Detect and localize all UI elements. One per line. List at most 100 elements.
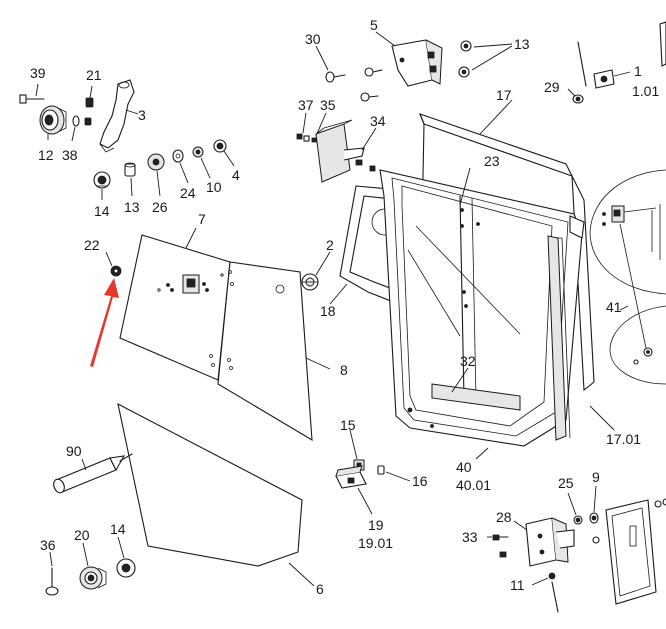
part-14b-bushing [116, 558, 136, 578]
detail-circle-upper [589, 169, 666, 295]
leader-32 [451, 367, 469, 393]
part-small-nut-a [84, 117, 92, 126]
part-39-bolt [19, 94, 45, 104]
label-10: 10 [206, 179, 222, 195]
leader-11 [531, 577, 549, 586]
label-6: 6 [316, 581, 324, 597]
label-35: 35 [320, 97, 336, 113]
part-28-lock-body [525, 517, 575, 567]
part-16-screw [377, 465, 385, 475]
label-19-01: 19.01 [358, 535, 393, 551]
part-37-35-bolts [296, 133, 319, 143]
label-20: 20 [74, 527, 90, 543]
label-40: 40 [456, 459, 472, 475]
leader-90 [81, 458, 87, 471]
label-19: 19 [368, 517, 384, 533]
leader-26 [156, 170, 161, 197]
leader-34 [361, 127, 377, 151]
leader-4 [223, 150, 235, 167]
label-14a: 14 [94, 203, 110, 219]
leader-15 [349, 429, 358, 460]
part-33-bolts [492, 534, 509, 558]
part-lock-cover [605, 498, 666, 605]
leader-17-01 [589, 405, 615, 431]
label-7: 7 [198, 211, 206, 227]
label-37: 37 [298, 97, 314, 113]
label-32: 32 [460, 353, 476, 369]
label-16: 16 [412, 473, 428, 489]
leader-29 [567, 88, 576, 97]
part-19-handle [335, 465, 367, 489]
leader-2 [315, 251, 331, 276]
part-13b-sleeves [458, 40, 472, 78]
label-8: 8 [340, 362, 348, 378]
leader-6 [288, 562, 315, 587]
part-29-clip [572, 94, 584, 104]
label-1: 1 [634, 63, 642, 79]
label-21: 21 [86, 67, 102, 83]
leader-14b [117, 536, 125, 559]
part-3-lever [99, 79, 135, 153]
part-7-upper-glass [119, 234, 231, 381]
leader-38 [71, 126, 76, 142]
label-36: 36 [40, 537, 56, 553]
leader-21 [89, 85, 93, 99]
leader-36 [49, 551, 53, 567]
label-24: 24 [180, 185, 196, 201]
part-38-washer [72, 115, 80, 127]
detail-circle-lower [609, 223, 666, 385]
leader-40 [475, 447, 489, 460]
part-14a-bushing [93, 171, 111, 189]
part-1-latch [577, 21, 666, 89]
leader-18 [329, 283, 348, 305]
label-33: 33 [462, 529, 478, 545]
leader-13b-a [473, 43, 513, 48]
leader-3 [125, 109, 139, 115]
part-40-door-body [379, 169, 583, 447]
leader-19 [357, 487, 373, 515]
label-41: 41 [606, 299, 622, 315]
label-11: 11 [510, 577, 525, 593]
part-9-nut [589, 512, 600, 544]
label-13b: 13 [514, 36, 530, 52]
label-4: 4 [232, 167, 240, 183]
leader-7 [185, 227, 197, 249]
label-9: 9 [592, 469, 600, 485]
leader-13b-b [471, 45, 513, 71]
label-30: 30 [305, 31, 321, 47]
part-4-nut [213, 139, 227, 153]
part-24-washer [172, 149, 184, 163]
label-34: 34 [370, 113, 386, 129]
part-6-glass [117, 402, 303, 567]
part-34-bracket [315, 119, 376, 183]
label-22: 22 [84, 237, 100, 253]
label-25: 25 [558, 475, 574, 491]
label-38: 38 [62, 147, 78, 163]
label-18: 18 [320, 303, 336, 319]
label-17-01: 17.01 [606, 431, 641, 447]
part-2-grommet [301, 273, 319, 291]
leader-37 [302, 112, 307, 134]
part-5-hinge [391, 39, 443, 87]
label-13a: 13 [124, 199, 140, 215]
label-23: 23 [484, 153, 500, 169]
part-22-fitting [110, 265, 122, 277]
red-arrow-icon [90, 278, 119, 367]
part-20-bearing [79, 566, 107, 590]
label-28: 28 [496, 509, 512, 525]
part-number-labels: 39 21 3 12 38 14 13 26 24 10 4 7 22 2 8 … [30, 17, 659, 597]
part-12-knob [39, 105, 67, 135]
label-90: 90 [66, 443, 82, 459]
leader-41 [619, 305, 629, 311]
part-26-washer [147, 153, 165, 171]
label-3: 3 [138, 107, 146, 123]
leader-8 [305, 357, 331, 370]
part-11-rod [548, 572, 559, 613]
leader-30 [315, 45, 329, 71]
leader-24 [179, 162, 189, 184]
label-1-01: 1.01 [632, 83, 659, 99]
part-13a-sleeve [124, 162, 136, 177]
leader-20 [82, 542, 89, 567]
part-21-nut [85, 97, 94, 108]
